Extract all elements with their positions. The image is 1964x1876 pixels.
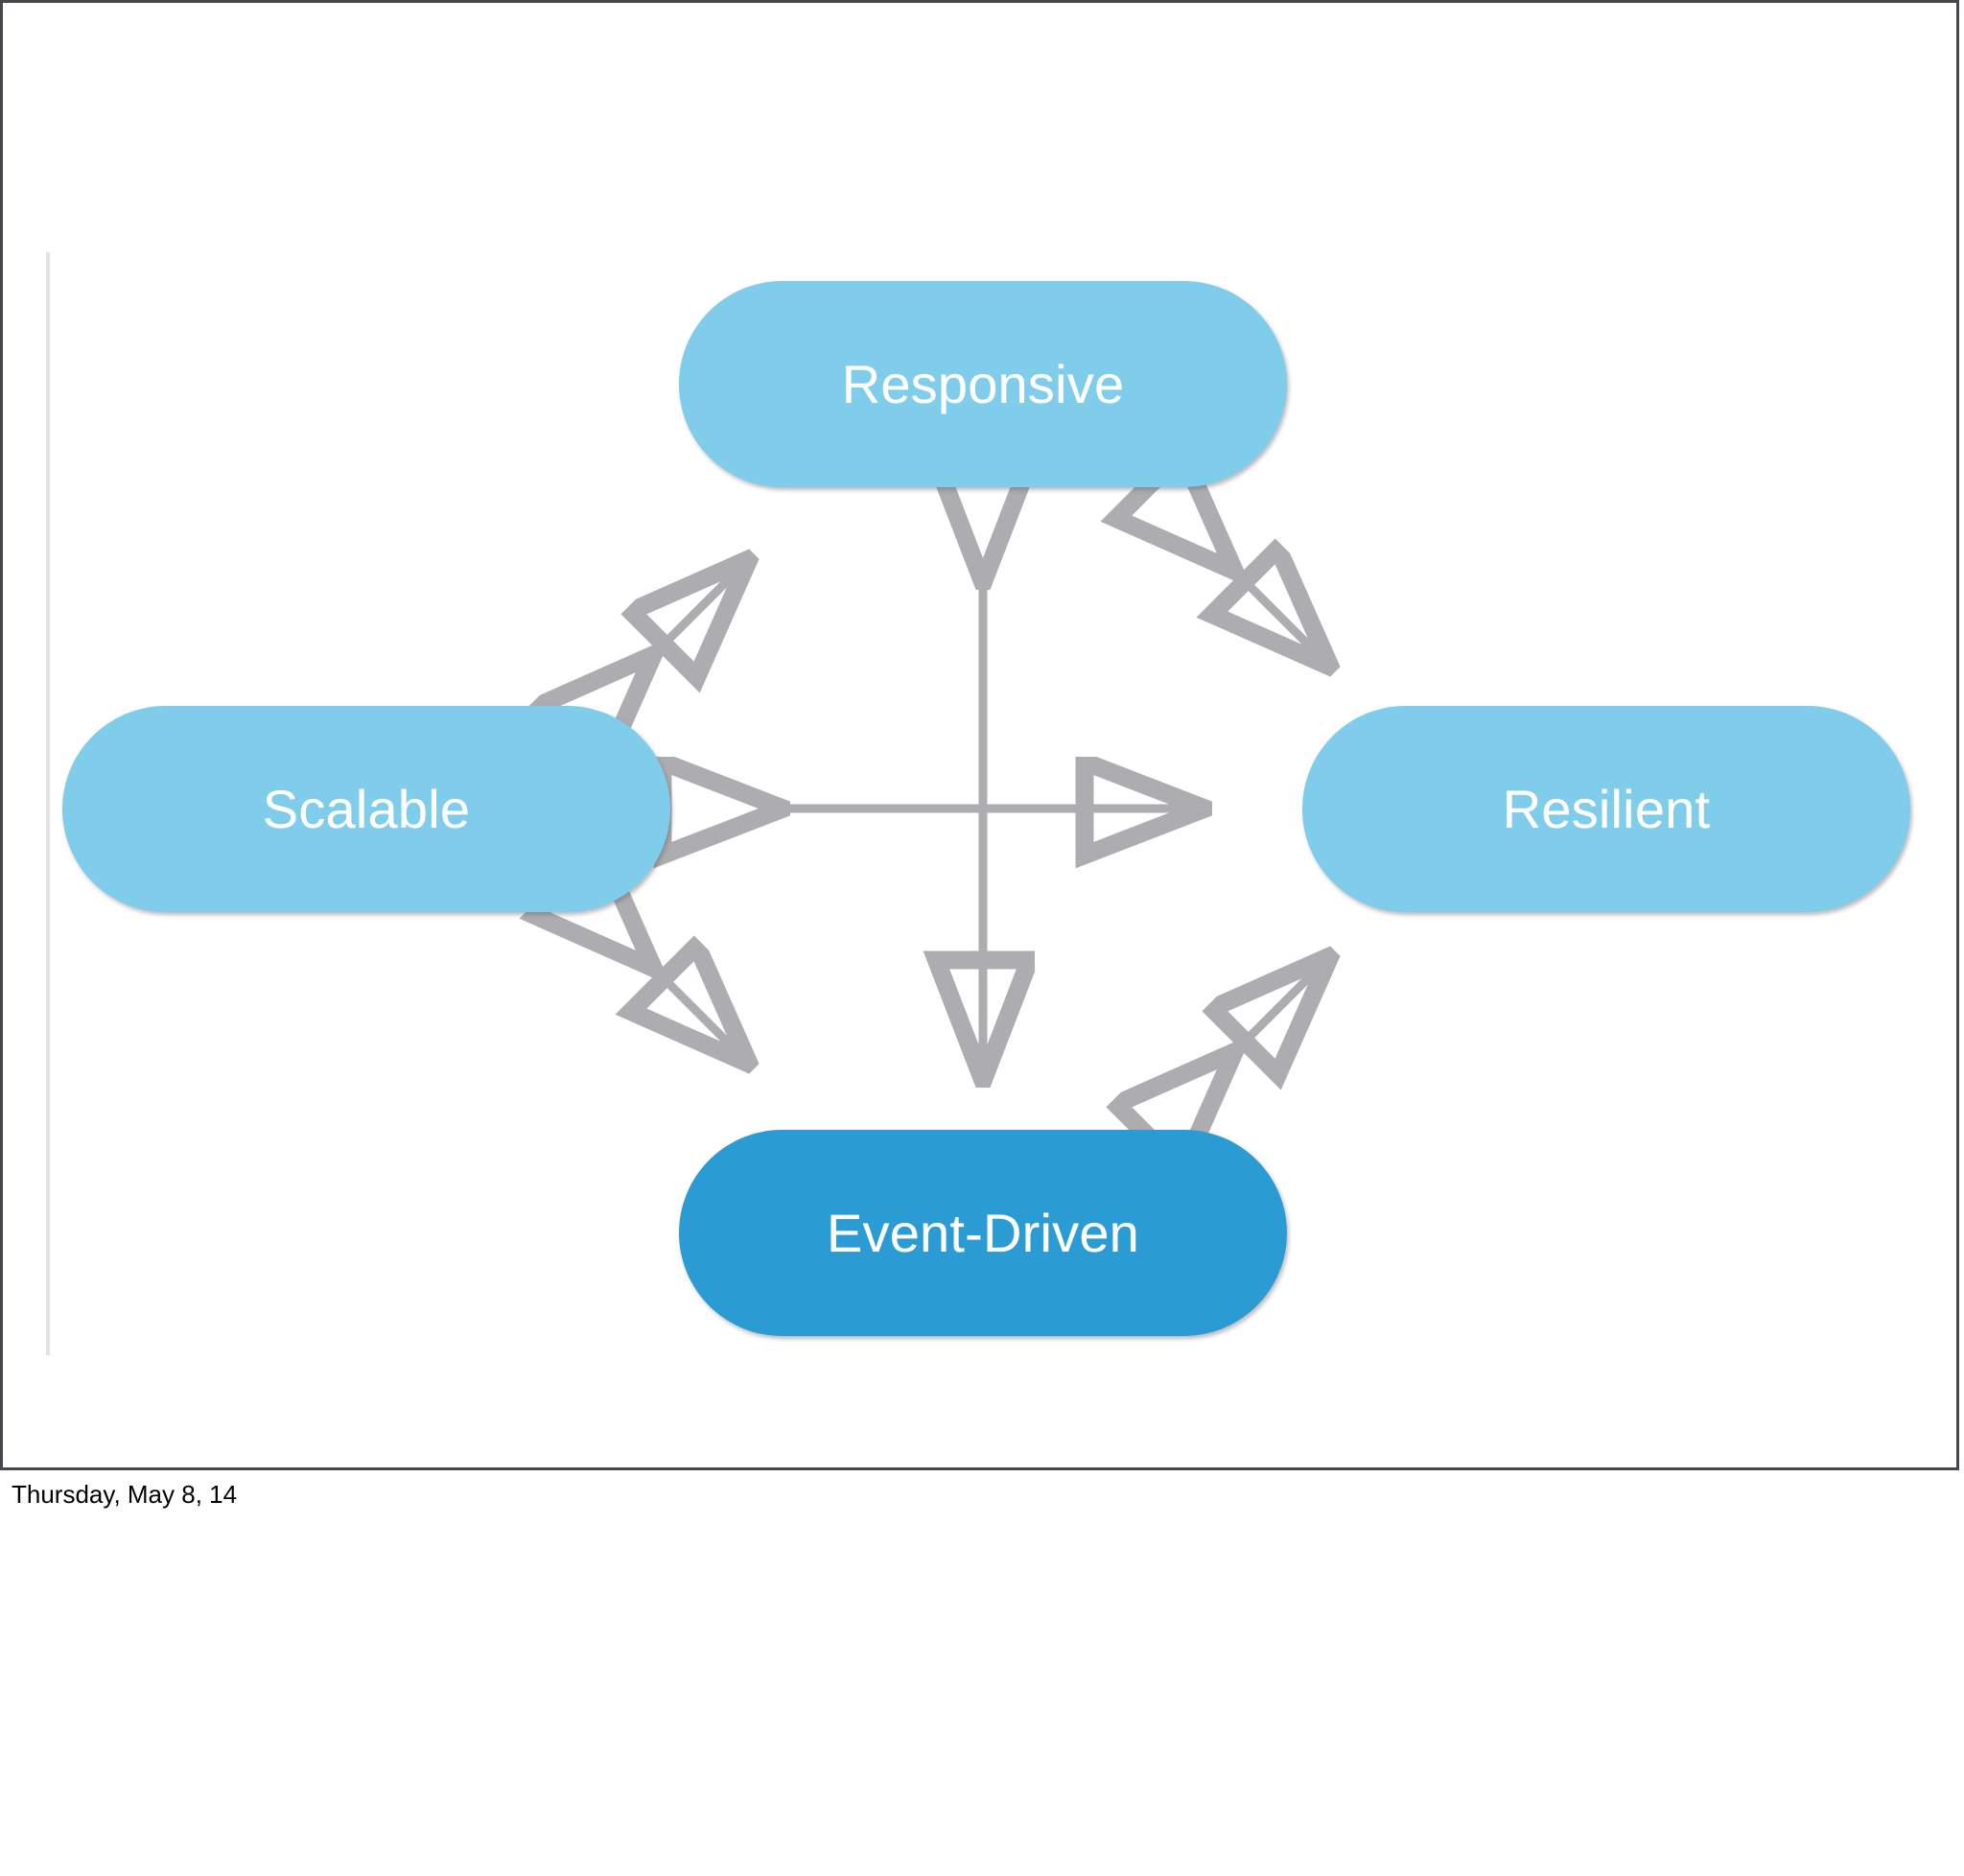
footer-date: Thursday, May 8, 14	[12, 1480, 238, 1509]
node-event-driven[interactable]: Event-Driven	[679, 1130, 1287, 1336]
left-guide-rule	[46, 252, 50, 1355]
arrow-scalable-eventdriven	[647, 962, 743, 1058]
node-resilient[interactable]: Resilient	[1302, 706, 1910, 912]
connector-arrows-layer	[3, 3, 1962, 1473]
arrow-responsive-resilient	[1228, 565, 1324, 661]
slide-page: Responsive Scalable Resilient Event-Driv…	[0, 0, 1959, 1470]
arrow-scalable-responsive	[647, 565, 743, 661]
arrow-eventdriven-resilient	[1228, 962, 1324, 1058]
node-responsive[interactable]: Responsive	[679, 281, 1287, 487]
node-scalable[interactable]: Scalable	[62, 706, 670, 912]
